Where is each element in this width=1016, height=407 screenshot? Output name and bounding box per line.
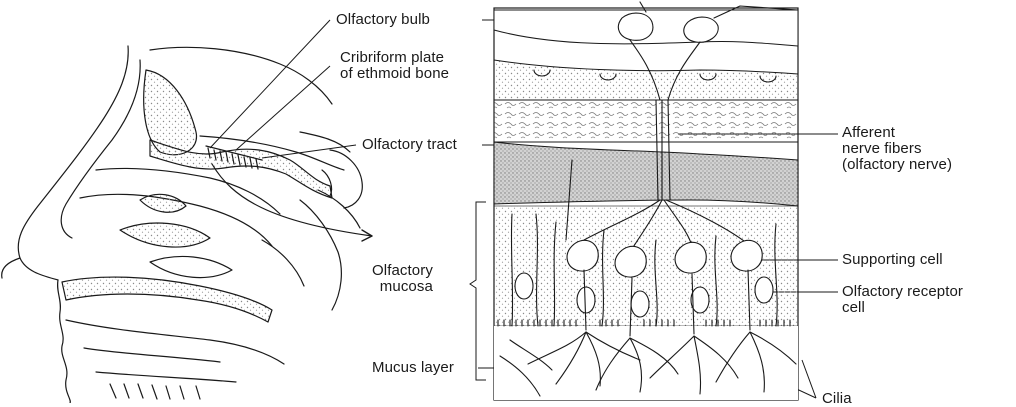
label-cilia: Cilia — [822, 391, 852, 407]
label-mucus-layer: Mucus layer — [372, 360, 454, 376]
label-olfactory-receptor-cell: Olfactory receptor cell — [842, 284, 963, 316]
label-olfactory-tract: Olfactory tract — [362, 137, 457, 153]
label-olfactory-mucosa: Olfactory mucosa — [372, 263, 433, 295]
label-cribriform-plate: Cribriform plate of ethmoid bone — [340, 50, 449, 82]
label-olfactory-bulb: Olfactory bulb — [336, 12, 430, 28]
mucosa-bracket — [470, 202, 486, 380]
magnified-section — [494, 2, 798, 400]
label-supporting-cell: Supporting cell — [842, 252, 943, 268]
label-afferent-nerve-fibers: Afferent nerve fibers (olfactory nerve) — [842, 125, 952, 173]
head-section — [2, 46, 372, 403]
